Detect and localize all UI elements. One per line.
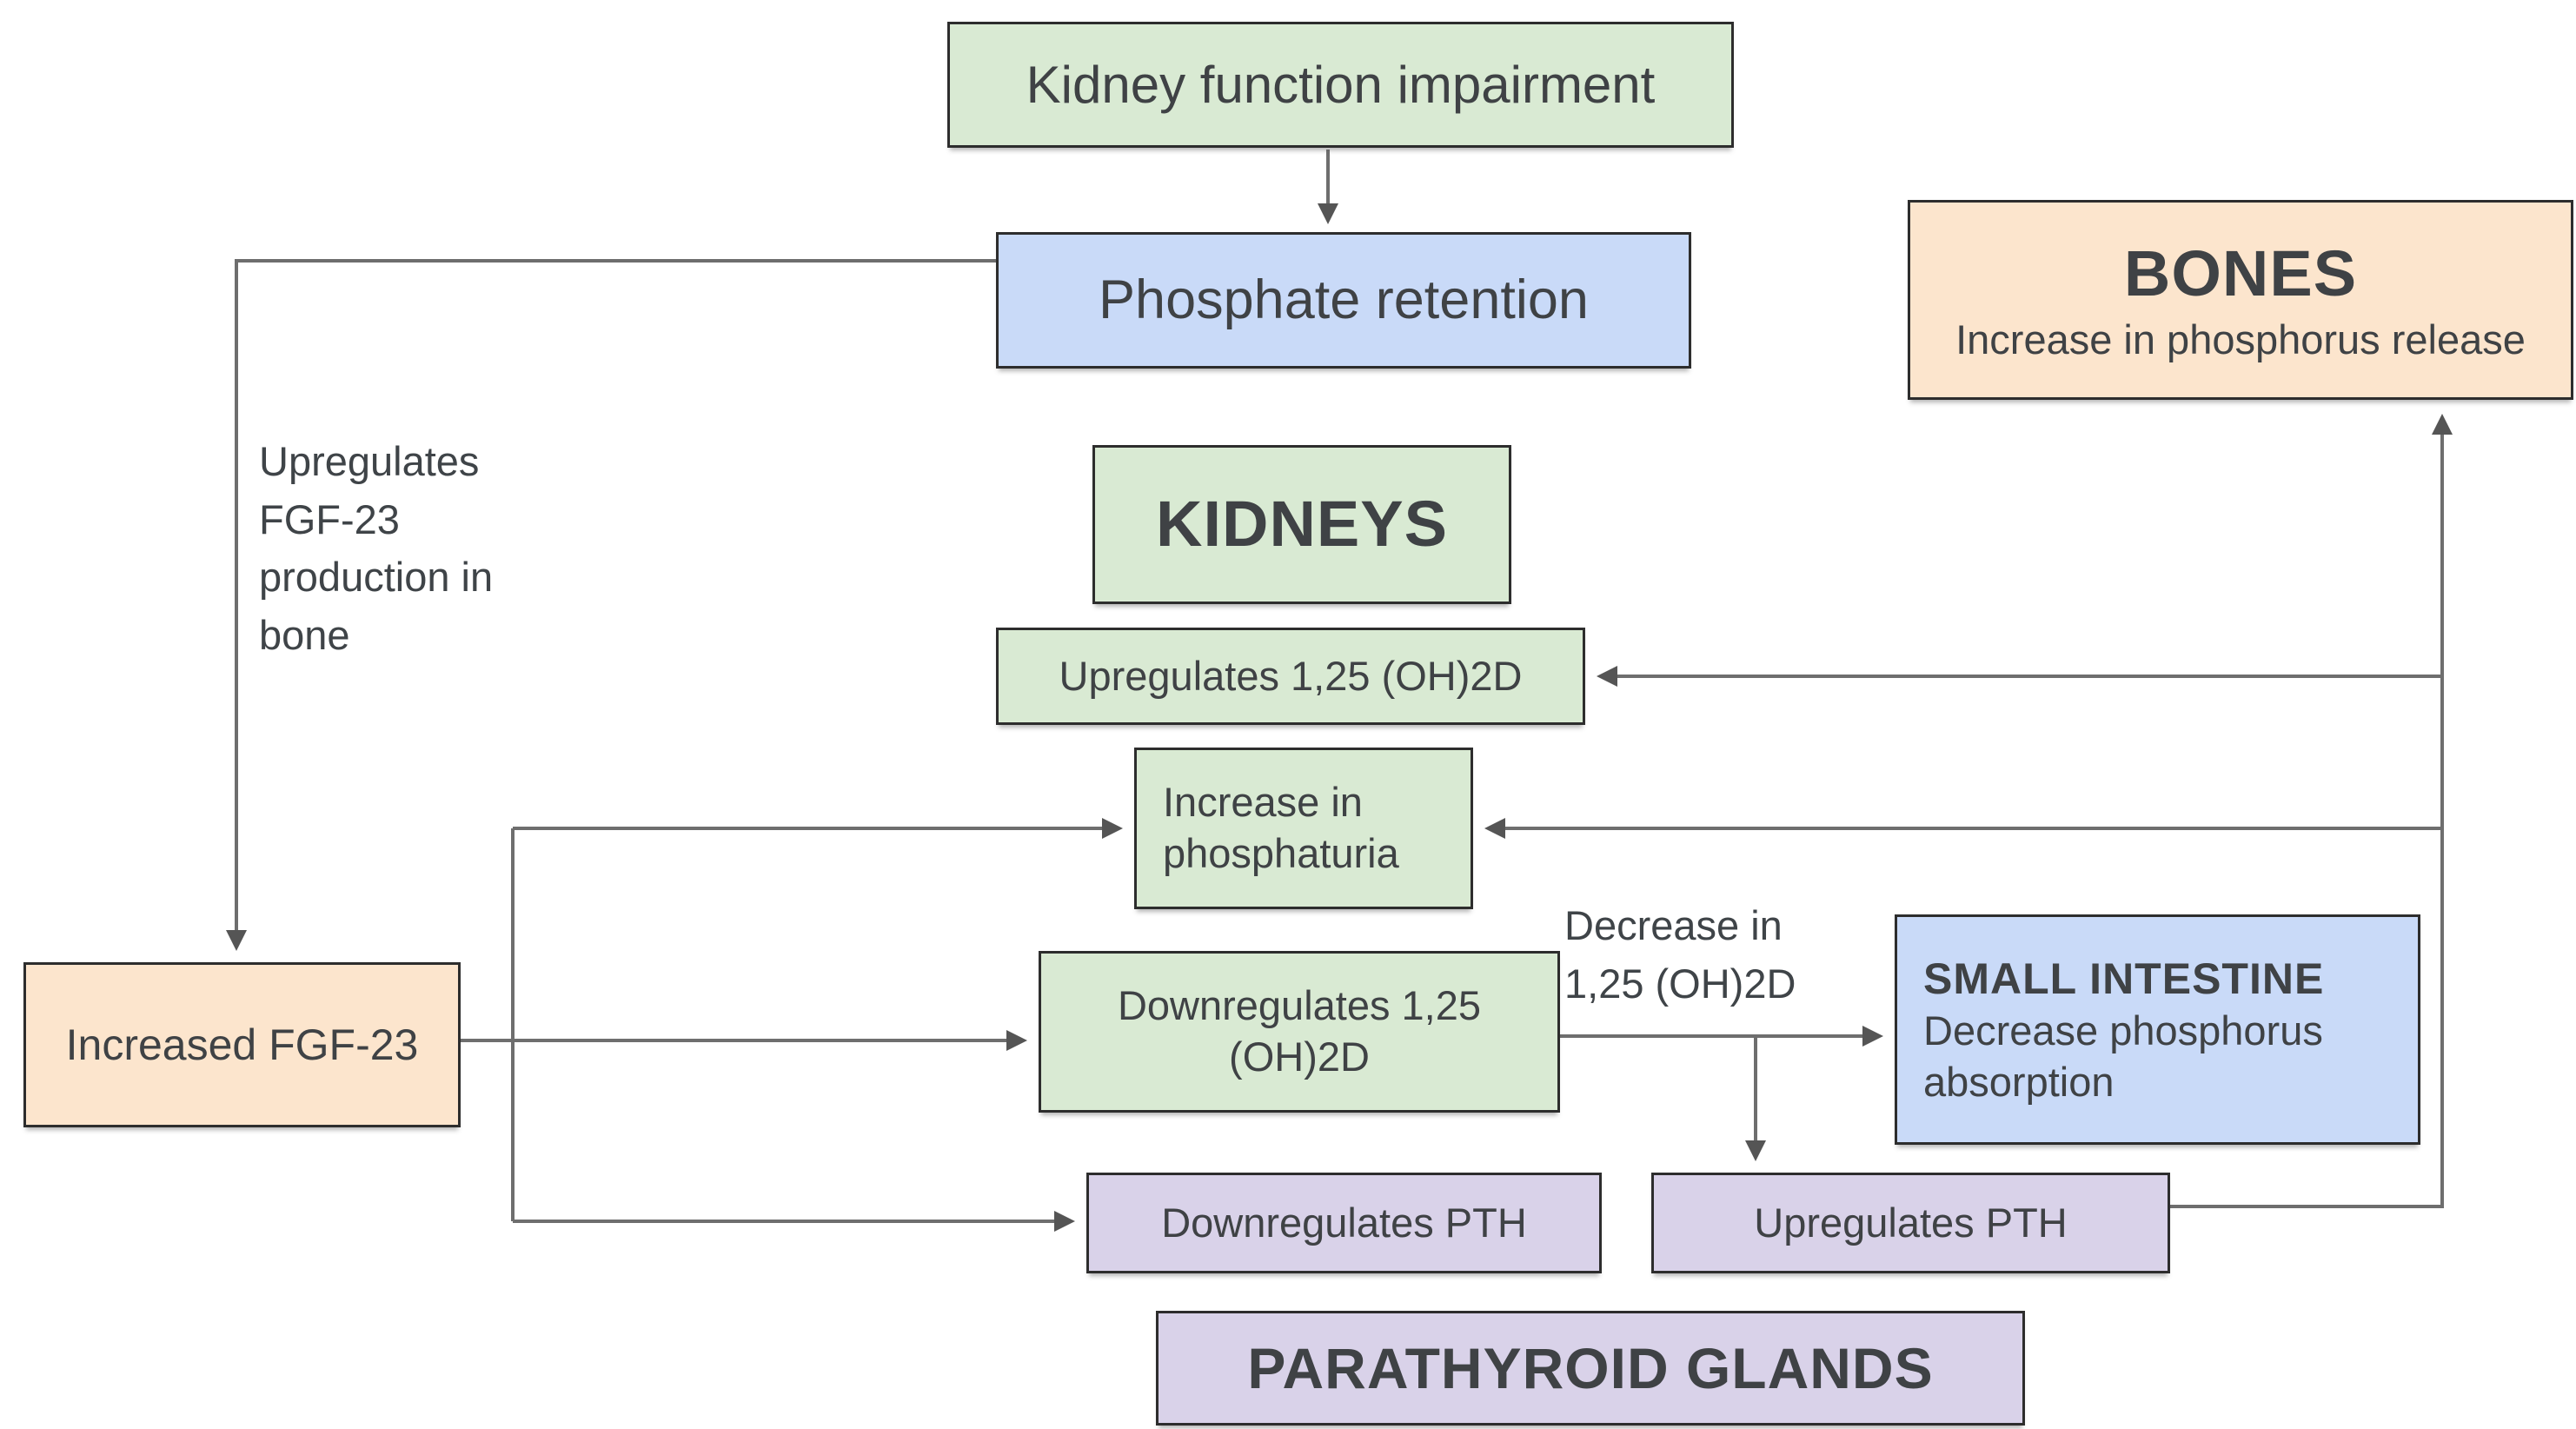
node-bones: BONES Increase in phosphorus release [1908, 200, 2573, 400]
node-upregulates-125-label: Upregulates 1,25 (OH)2D [1059, 652, 1523, 699]
node-phosphate-retention-label: Phosphate retention [1099, 269, 1589, 331]
node-kidneys: KIDNEYS [1092, 445, 1511, 604]
node-kidneys-label: KIDNEYS [1156, 488, 1448, 561]
node-parathyroid-glands: PARATHYROID GLANDS [1156, 1311, 2025, 1426]
node-downregulates-pth-label: Downregulates PTH [1161, 1199, 1527, 1246]
node-downregulates-125-label: Downregulates 1,25 (OH)2D [1117, 982, 1482, 1080]
node-small-intestine: SMALL INTESTINE Decrease phosphorus abso… [1895, 914, 2420, 1145]
edge-label-decrease-125: Decrease in 1,25 (OH)2D [1564, 902, 1796, 1007]
node-bones-subtitle: Increase in phosphorus release [1955, 316, 2526, 362]
node-small-intestine-title: SMALL INTESTINE [1923, 954, 2325, 1003]
node-kidney-function-impairment: Kidney function impairment [947, 22, 1734, 148]
node-upregulates-pth: Upregulates PTH [1651, 1173, 2170, 1273]
node-upregulates-125: Upregulates 1,25 (OH)2D [996, 628, 1585, 725]
edge-label-upregulates-fgf23: Upregulates FGF-23 production in bone [259, 438, 494, 659]
node-increased-fgf23: Increased FGF-23 [23, 962, 461, 1127]
node-parathyroid-glands-label: PARATHYROID GLANDS [1247, 1335, 1934, 1400]
node-increase-phosphaturia: Increase in phosphaturia [1134, 748, 1473, 909]
node-small-intestine-subtitle: Decrease phosphorus absorption [1923, 1007, 2323, 1105]
node-kidney-function-impairment-label: Kidney function impairment [1026, 56, 1656, 114]
node-phosphate-retention: Phosphate retention [996, 232, 1691, 369]
node-downregulates-125: Downregulates 1,25 (OH)2D [1039, 951, 1560, 1113]
node-bones-title: BONES [2123, 237, 2358, 310]
node-downregulates-pth: Downregulates PTH [1086, 1173, 1602, 1273]
node-upregulates-pth-label: Upregulates PTH [1754, 1199, 2068, 1246]
edge-upregulates-pth-to-bones [2170, 414, 2453, 1208]
node-increased-fgf23-label: Increased FGF-23 [65, 1020, 419, 1069]
edge-retention-to-fgf23 [226, 259, 996, 951]
node-increase-phosphaturia-label: Increase in phosphaturia [1163, 779, 1399, 876]
